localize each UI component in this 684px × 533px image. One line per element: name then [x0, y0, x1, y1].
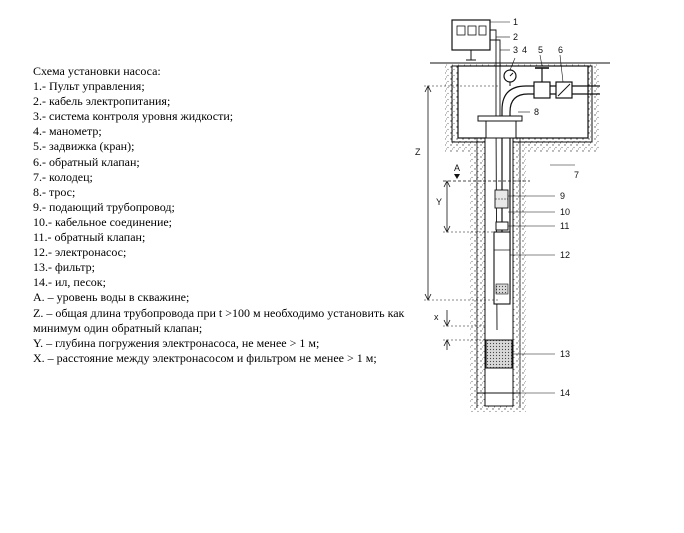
label-x: x: [434, 312, 439, 322]
legend-title: Схема установки насоса:: [33, 64, 161, 78]
legend-item: 12.- электронасос;: [33, 245, 127, 260]
check-valve: [555, 81, 573, 99]
dimension-x: [443, 310, 486, 350]
filter: [485, 339, 513, 369]
label-z: Z: [415, 147, 421, 157]
label-1: 1: [513, 17, 518, 27]
label-9: 9: [560, 191, 565, 201]
control-panel: [451, 19, 491, 61]
label-6: 6: [558, 45, 563, 55]
label-13: 13: [560, 349, 570, 359]
legend-item: X. – расстояние между электронасосом и ф…: [33, 350, 377, 365]
label-y: Y: [436, 197, 442, 207]
legend-item: 11.- обратный клапан;: [33, 230, 146, 245]
legend-item: 8.- трос;: [33, 184, 76, 199]
label-3: 3: [513, 45, 518, 55]
electric-pump: [493, 231, 511, 305]
dimension-y: [443, 180, 495, 233]
manometer: [503, 69, 517, 86]
cable-connection: [494, 189, 509, 209]
label-a: A: [454, 163, 460, 173]
legend-item: 4.- манометр;: [33, 124, 102, 139]
legend-item: 14.- ил, песок;: [33, 275, 106, 290]
legend-item: 6.- обратный клапан;: [33, 154, 140, 169]
label-2: 2: [513, 32, 518, 42]
legend-item: Y. – глубина погружения электронасоса, н…: [33, 335, 320, 350]
legend-item: 2.- кабель электропитания;: [33, 94, 171, 109]
well-chamber: [430, 62, 610, 143]
label-10: 10: [560, 207, 570, 217]
well-head: [477, 115, 523, 139]
label-11: 11: [560, 221, 569, 231]
legend-item: 9.- подающий трубопровод;: [33, 199, 175, 214]
legend-item: 7.- колодец;: [33, 169, 93, 184]
legend-item: 10.- кабельное соединение;: [33, 214, 173, 229]
leader-lines: [490, 21, 575, 394]
label-8: 8: [534, 107, 539, 117]
water-level-line: [443, 174, 530, 182]
gate-valve: [533, 67, 551, 99]
label-4: 4: [522, 45, 527, 55]
legend-item: A. – уровень воды в скважине;: [33, 290, 190, 305]
legend: Схема установки насоса: 1.- Пульт управл…: [33, 64, 408, 366]
legend-item: 3.- система контроля уровня жидкости;: [33, 109, 234, 124]
legend-item: 13.- фильтр;: [33, 260, 95, 275]
borehole-check-valve: [495, 221, 509, 231]
dimension-z: [424, 85, 500, 301]
legend-item: 1.- Пульт управления;: [33, 79, 145, 94]
legend-item: Z. – общая длина трубопровода при t >100…: [33, 305, 405, 335]
legend-item: 5.- задвижка (кран);: [33, 139, 135, 154]
label-7: 7: [574, 170, 579, 180]
label-5: 5: [538, 45, 543, 55]
label-14: 14: [560, 388, 570, 398]
label-12: 12: [560, 250, 570, 260]
